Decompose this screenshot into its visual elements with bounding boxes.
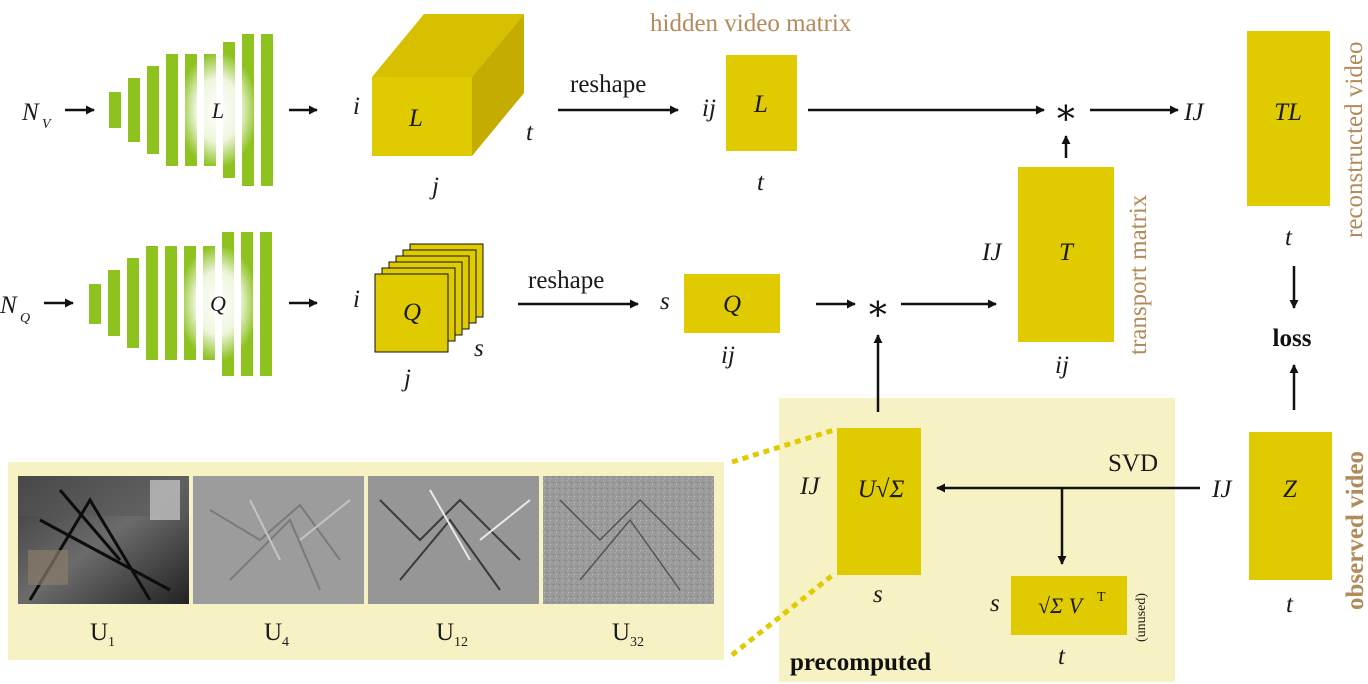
svd-label: SVD — [1108, 450, 1158, 477]
u-matrix-label: U√Σ — [858, 476, 905, 503]
basis-image-u1 — [18, 476, 189, 604]
u-matrix-col: s — [873, 581, 883, 608]
svg-text:U: U — [264, 619, 282, 646]
z-matrix-label: Z — [1283, 476, 1298, 503]
dotted-connector-top — [731, 427, 835, 465]
v-matrix — [1011, 576, 1127, 635]
tensor-q-i: i — [353, 286, 360, 313]
transport-row: IJ — [981, 239, 1003, 266]
basis-label-u32: U 32 — [612, 619, 644, 650]
hidden-matrix-l — [726, 55, 797, 151]
hidden-matrix-row: ij — [702, 95, 716, 122]
input-nv-label: N — [21, 99, 40, 126]
basis-image-u12 — [368, 476, 539, 604]
input-nq-sub: Q — [20, 311, 30, 326]
q-matrix-col: ij — [721, 342, 735, 369]
z-matrix-row: IJ — [1211, 476, 1233, 503]
input-nv: N V — [21, 99, 52, 132]
input-nq-label: N — [0, 292, 18, 319]
tensor-l-j: j — [429, 173, 439, 200]
hidden-matrix-col: t — [757, 169, 765, 196]
loss-label: loss — [1273, 325, 1312, 352]
network-l: L — [109, 34, 273, 186]
tensor-q-label: Q — [403, 299, 421, 326]
transport-matrix — [1018, 167, 1114, 342]
input-nv-sub: V — [42, 117, 52, 132]
output-tl — [1247, 31, 1330, 206]
hidden-matrix-title: hidden video matrix — [650, 10, 852, 37]
basis-label-u4: U 4 — [264, 619, 289, 650]
star-mid: ∗ — [866, 288, 890, 328]
tensor-l-i: i — [353, 93, 360, 120]
reshape-top-label: reshape — [570, 71, 646, 98]
v-matrix-col: t — [1058, 643, 1066, 670]
u-matrix-row: IJ — [799, 473, 821, 500]
svg-text:1: 1 — [108, 635, 115, 650]
network-q: Q — [89, 232, 272, 376]
hidden-matrix-label: L — [753, 91, 768, 118]
tensor-q-s: s — [474, 335, 484, 362]
basis-label-u1: U 1 — [90, 619, 115, 650]
transport-col: ij — [1055, 352, 1069, 379]
star-top: ∗ — [1054, 92, 1078, 132]
transport-title: transport matrix — [1125, 194, 1152, 355]
svg-text:U: U — [436, 619, 454, 646]
basis-image-u4 — [193, 476, 364, 604]
q-matrix-label: Q — [723, 291, 741, 318]
reshape-mid-label: reshape — [528, 267, 604, 294]
unused-label: (unused) — [1134, 593, 1149, 642]
observed-title: observed video — [1342, 451, 1368, 610]
z-matrix-col: t — [1286, 591, 1294, 618]
tensor-q-j: j — [401, 365, 411, 392]
svg-text:12: 12 — [454, 635, 468, 650]
basis-image-u32 — [543, 476, 714, 604]
v-matrix-sup: T — [1097, 590, 1106, 605]
tensor-l-t: t — [526, 119, 534, 146]
q-matrix — [684, 274, 780, 333]
transport-label: T — [1059, 239, 1075, 266]
reconstructed-title: reconstructed video — [1341, 42, 1368, 238]
network-l-label: L — [211, 98, 224, 123]
output-col: t — [1285, 224, 1293, 251]
input-nq: N Q — [0, 292, 30, 326]
q-matrix-row: s — [660, 288, 670, 315]
v-matrix-row: s — [990, 590, 1000, 617]
v-matrix-label: √Σ V — [1038, 593, 1085, 618]
output-label: TL — [1274, 99, 1302, 126]
svg-text:32: 32 — [630, 635, 644, 650]
z-matrix — [1249, 432, 1332, 580]
tensor-l-label: L — [408, 105, 423, 132]
u-matrix — [837, 428, 921, 575]
network-q-label: Q — [210, 291, 226, 316]
precomputed-title: precomputed — [790, 649, 931, 676]
svg-text:U: U — [612, 619, 630, 646]
tensor-l: L — [372, 14, 524, 156]
svg-text:U: U — [90, 619, 108, 646]
svg-text:4: 4 — [282, 635, 289, 650]
output-row: IJ — [1183, 99, 1205, 126]
tensor-q-stack — [374, 243, 484, 353]
basis-label-u12: U 12 — [436, 619, 468, 650]
